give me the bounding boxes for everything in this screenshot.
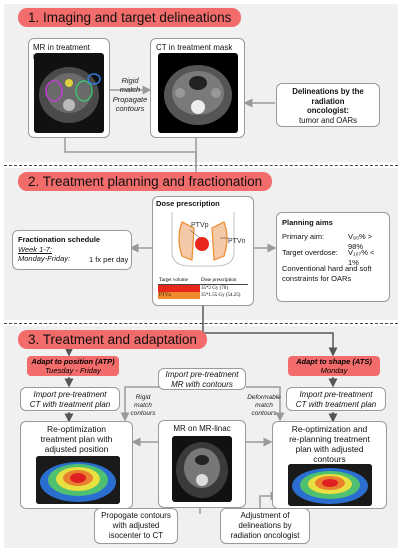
atp-tag: Adapt to position (ATP) Tuesday - Friday bbox=[27, 356, 119, 376]
section-title-planning: 2. Treatment planning and fractionation bbox=[18, 172, 273, 191]
propagate-contours-label: Propagate contours bbox=[110, 95, 150, 113]
aims-target-label: Target overdose: bbox=[282, 248, 338, 257]
ct-label: CT in treatment mask bbox=[156, 43, 233, 52]
import-mr-box: Import pre-treatment MR with contours bbox=[158, 368, 246, 390]
import-ct-left-box: Import pre-treatment CT with treatment p… bbox=[20, 387, 120, 411]
propagate-box-line1: Propogate contours bbox=[101, 511, 171, 520]
table-row1-dose: 35*2 Gy (70) bbox=[201, 286, 228, 291]
ct-scan-image bbox=[158, 53, 238, 133]
rigid-match-label: Rigid match bbox=[110, 76, 150, 94]
rigid-match-line3: contours bbox=[130, 410, 156, 417]
ats-tag: Adapt to shape (ATS) Monday bbox=[288, 356, 380, 376]
import-ct-left-line1: Import pre-treatment bbox=[33, 390, 107, 399]
reopt-right-line2: re-planning treatment bbox=[289, 434, 370, 444]
planning-aims-box: Planning aims Primary aim: V₉₅% > 98% Ta… bbox=[276, 212, 390, 302]
import-mr-line1: Import pre-treatment bbox=[165, 370, 239, 379]
fractionation-value: 1 fx per day bbox=[89, 255, 129, 264]
ats-days: Monday bbox=[320, 366, 348, 375]
fractionation-days: Monday-Friday: bbox=[18, 254, 71, 263]
aims-primary-value: V₉₅% > 98% bbox=[348, 232, 373, 251]
fractionation-box: Fractionation schedule Week 1-7: Monday-… bbox=[12, 230, 132, 270]
atp-days: Tuesday - Friday bbox=[45, 366, 101, 375]
section-divider bbox=[4, 165, 398, 166]
reopt-right-line4: contours bbox=[313, 454, 346, 464]
import-ct-right-box: Import pre-treatment CT with treatment p… bbox=[286, 387, 386, 411]
delineations-box: Delineations by the radiation oncologist… bbox=[276, 83, 380, 127]
deformable-line3: contours bbox=[251, 410, 277, 417]
propagate-line2: contours bbox=[115, 104, 145, 113]
table-row1-target: PTVp bbox=[158, 284, 200, 292]
propagate-contours-box: Propogate contours with adjusted isocent… bbox=[94, 508, 178, 544]
rigid-line2: match bbox=[119, 85, 141, 94]
ats-title: Adapt to shape (ATS) bbox=[296, 357, 372, 366]
propagate-box-line3: isocenter to CT bbox=[108, 531, 164, 540]
mr-linac-image bbox=[172, 436, 232, 502]
ptv-p-label: PTVp bbox=[191, 222, 209, 229]
deformable-match-contours-label: Deformable match contours bbox=[242, 394, 286, 418]
table-head-dose: Dose prescription bbox=[200, 277, 248, 285]
deformable-line1: Deformable bbox=[247, 394, 281, 401]
delineations-line1: Delineations by the bbox=[292, 87, 364, 96]
import-ct-left-line2: CT with treatment plan bbox=[29, 399, 111, 409]
import-ct-right-line1: Import pre-treatment bbox=[299, 390, 373, 399]
adjust-line1: Adjustment of bbox=[240, 511, 290, 520]
rigid-match-contours-label: Rigid match contours bbox=[126, 394, 160, 418]
section-title-adaptation: 3. Treatment and adaptation bbox=[18, 330, 207, 349]
reopt-left-dose-image bbox=[36, 456, 120, 504]
adjust-delineations-box: Adjustment of delineations by radiation … bbox=[220, 508, 310, 544]
reopt-right-line1: Re-optimization and bbox=[291, 424, 368, 434]
dose-diagram bbox=[171, 212, 235, 267]
reopt-left-line2: treatment plan with bbox=[40, 434, 113, 444]
table-head-target: Target volume bbox=[158, 277, 200, 285]
aims-primary-label: Primary aim: bbox=[282, 232, 325, 241]
deformable-line2: match bbox=[255, 402, 273, 409]
table-row2-target: PTVn bbox=[158, 292, 200, 299]
ptv-n-label: PTVn bbox=[228, 238, 246, 245]
rigid-match-line1: Rigid bbox=[135, 394, 151, 401]
adjust-line3: radiation oncologist bbox=[230, 531, 300, 540]
rigid-line1: Rigid bbox=[121, 76, 139, 85]
reopt-right-dose-image bbox=[288, 464, 372, 506]
section-title-imaging: 1. Imaging and target delineations bbox=[18, 8, 242, 27]
propagate-box-line2: with adjusted bbox=[112, 521, 160, 530]
dose-prescription-title: Dose prescription bbox=[156, 199, 220, 208]
aims-constraints-line1: Conventional hard and soft bbox=[282, 264, 372, 273]
aims-constraints-line2: constraints for OARs bbox=[282, 274, 352, 283]
mr-scan-image bbox=[34, 53, 104, 133]
adjust-line2: delineations by bbox=[238, 521, 292, 530]
dose-table: Target volume Dose prescription PTVp 35*… bbox=[158, 277, 248, 299]
aims-title: Planning aims bbox=[282, 218, 333, 227]
import-ct-right-line2: CT with treatment plan bbox=[295, 399, 377, 409]
table-row2-dose: 35*1.55 Gy (54.25) bbox=[201, 293, 241, 298]
reopt-left-line3: adjusted position bbox=[44, 444, 109, 454]
delineations-line2: radiation bbox=[311, 96, 345, 106]
fractionation-title: Fractionation schedule bbox=[18, 235, 101, 244]
reopt-left-line1: Re-optimization bbox=[46, 424, 107, 434]
section-divider bbox=[4, 323, 398, 324]
fractionation-week: Week 1-7: bbox=[18, 244, 53, 254]
import-mr-line2: MR with contours bbox=[171, 379, 233, 389]
aims-target-value: V₁₀₇% < 1% bbox=[348, 248, 375, 267]
delineations-line4: tumor and OARs bbox=[298, 115, 358, 125]
reopt-right-line3: plan with adjusted bbox=[295, 444, 364, 454]
atp-title: Adapt to position (ATP) bbox=[31, 357, 115, 366]
propagate-line1: Propagate bbox=[112, 95, 148, 104]
rigid-match-line2: match bbox=[134, 402, 152, 409]
mr-linac-label: MR on MR-linac bbox=[173, 424, 231, 433]
delineations-line3: oncologist: bbox=[306, 106, 349, 115]
